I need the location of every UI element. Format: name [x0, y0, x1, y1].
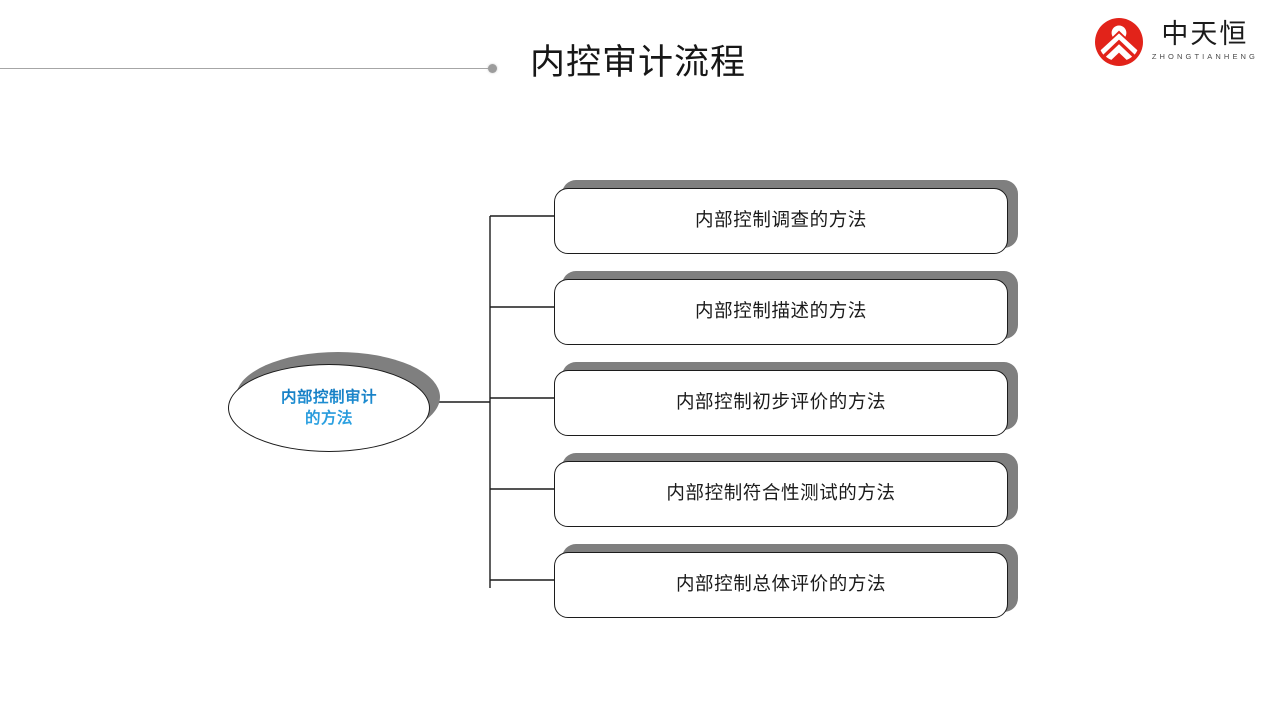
company-logo: 中天恒 ZHONGTIANHENG — [1093, 14, 1258, 70]
page-title: 内控审计流程 — [530, 43, 747, 83]
branch-node-2[interactable]: 内部控制描述的方法 — [554, 271, 1018, 349]
branch-node-body[interactable]: 内部控制描述的方法 — [554, 279, 1008, 345]
root-node[interactable]: 内部控制审计 的方法 — [228, 352, 440, 454]
branch-node-label: 内部控制初步评价的方法 — [675, 392, 887, 413]
logo-company-cn: 中天恒 — [1161, 19, 1249, 50]
root-node-body[interactable]: 内部控制审计 的方法 — [228, 364, 430, 452]
branch-node-body[interactable]: 内部控制调查的方法 — [554, 188, 1008, 254]
branch-node-label: 内部控制调查的方法 — [695, 210, 867, 231]
branch-node-body[interactable]: 内部控制符合性测试的方法 — [554, 461, 1008, 527]
branch-node-4[interactable]: 内部控制符合性测试的方法 — [554, 453, 1018, 531]
logo-wordmark: 中天恒 ZHONGTIANHENG — [1152, 20, 1258, 64]
branch-node-label: 内部控制符合性测试的方法 — [666, 483, 896, 504]
title-rule-dot-icon — [488, 64, 497, 73]
logo-company-en: ZHONGTIANHENG — [1151, 52, 1258, 61]
title-rule-line — [0, 68, 488, 69]
mountain-circle-mark-icon — [1093, 16, 1145, 68]
branch-node-label: 内部控制描述的方法 — [695, 301, 867, 322]
branch-node-body[interactable]: 内部控制初步评价的方法 — [554, 370, 1008, 436]
branch-node-label: 内部控制总体评价的方法 — [675, 574, 887, 595]
root-node-label: 内部控制审计 的方法 — [280, 388, 377, 427]
branch-node-5[interactable]: 内部控制总体评价的方法 — [554, 544, 1018, 622]
branch-node-body[interactable]: 内部控制总体评价的方法 — [554, 552, 1008, 618]
branch-node-1[interactable]: 内部控制调查的方法 — [554, 180, 1018, 258]
branch-node-3[interactable]: 内部控制初步评价的方法 — [554, 362, 1018, 440]
